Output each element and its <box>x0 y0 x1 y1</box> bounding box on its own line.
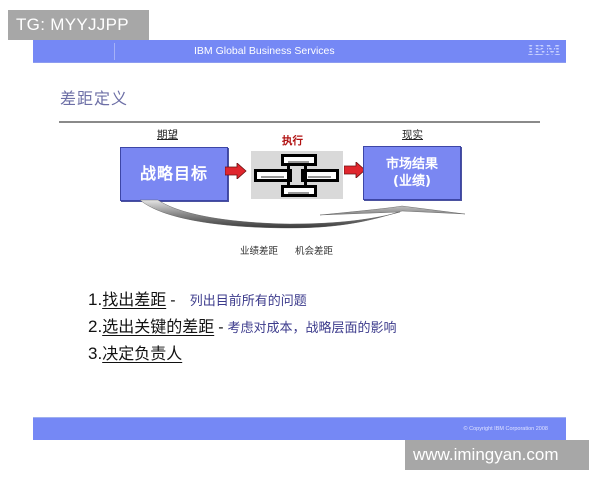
page-title: 差距定义 <box>60 89 129 108</box>
step-separator: - <box>218 319 224 336</box>
watermark-bottom: www.imingyan.com <box>405 440 589 470</box>
execution-flow-diagram <box>251 151 343 199</box>
curved-arrow-icon <box>140 199 466 229</box>
flow-block-right <box>301 169 339 182</box>
step-key: 决定负责人 <box>102 344 183 363</box>
gap-labels: 业绩差距 机会差距 <box>240 243 347 257</box>
step-item: 3.决定负责人 <box>88 341 397 368</box>
step-number: 2. <box>88 317 103 336</box>
flow-block-left <box>254 169 292 182</box>
step-description: 列出目前所有的问题 <box>189 294 307 309</box>
flow-connector <box>287 165 307 186</box>
performance-gap-label: 业绩差距 <box>240 246 279 257</box>
market-result-line2: (业绩) <box>393 174 431 189</box>
right-arrow-icon <box>344 162 366 178</box>
strategic-goal-box: 战略目标 <box>120 147 228 201</box>
step-item: 1.找出差距- 列出目前所有的问题 <box>88 287 397 314</box>
step-number: 1. <box>88 290 103 309</box>
right-arrow-icon <box>225 163 247 179</box>
header-divider <box>114 43 115 60</box>
flow-block-bottom <box>281 185 317 197</box>
step-key: 选出关键的差距 <box>102 317 215 336</box>
market-result-line1: 市场结果 <box>385 157 438 172</box>
expectation-label: 期望 <box>157 129 178 141</box>
ibm-logo: IBM <box>527 42 561 59</box>
footer-bar: © Copyright IBM Corporation 2008 <box>33 417 566 440</box>
opportunity-gap-label: 机会差距 <box>295 246 334 257</box>
header-bar: IBM Global Business Services IBM <box>33 40 566 63</box>
step-number: 3. <box>88 344 103 363</box>
copyright-text: © Copyright IBM Corporation 2008 <box>463 426 548 432</box>
flow-block-top <box>281 154 317 166</box>
execution-label: 执行 <box>282 135 303 147</box>
header-title: IBM Global Business Services <box>194 45 335 57</box>
watermark-top: TG: MYYJJPP <box>8 10 149 40</box>
step-description: 考虑对成本，战略层面的影响 <box>227 321 397 336</box>
title-divider <box>59 121 540 123</box>
step-item: 2.选出关键的差距-考虑对成本，战略层面的影响 <box>88 314 397 341</box>
step-key: 找出差距 <box>102 290 167 309</box>
reality-label: 现实 <box>402 129 423 141</box>
market-result-box: 市场结果 (业绩) <box>363 146 461 200</box>
steps-list: 1.找出差距- 列出目前所有的问题 2.选出关键的差距-考虑对成本，战略层面的影… <box>88 287 397 368</box>
step-separator: - <box>170 292 176 309</box>
